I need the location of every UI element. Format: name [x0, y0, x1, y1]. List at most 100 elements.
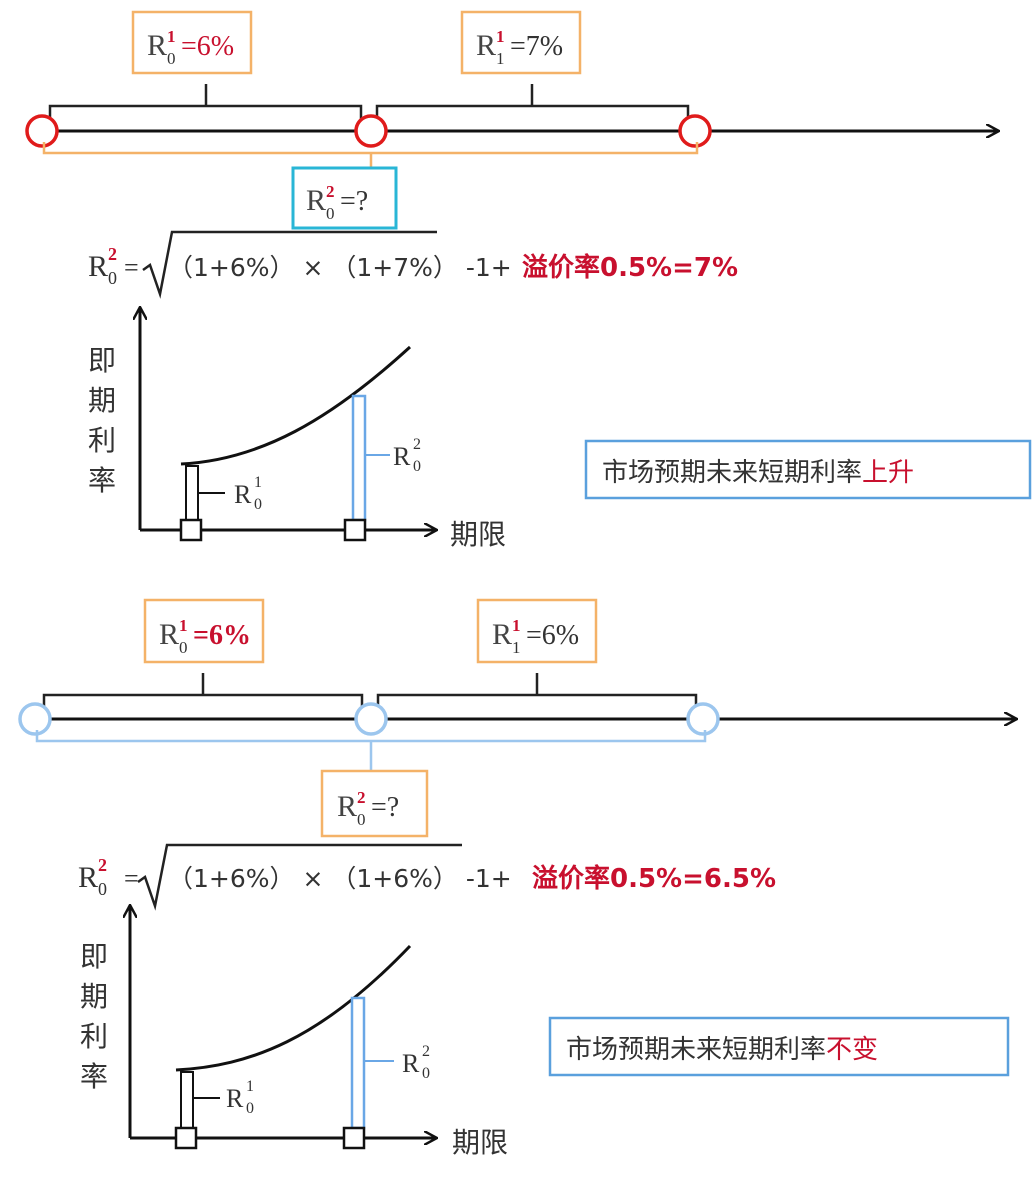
note-highlight: 上升	[862, 458, 914, 488]
graph-label-r02-sub: 0	[422, 1065, 430, 1082]
box-r02-value: =?	[371, 792, 399, 823]
box-r11-sup: 1	[512, 616, 521, 635]
timeline-node-2	[686, 702, 720, 736]
bracket-two-period	[35, 730, 707, 771]
box-r01-main: R	[147, 29, 167, 62]
panel-flat: R 1 0 =6% R 1 1 =6% R 2 0 =? R 2 0	[18, 598, 1016, 1159]
brace-period-2	[375, 84, 690, 128]
box-r01-main: R	[159, 618, 179, 651]
graph-flat: 即 期 利 率 期限 R 1 0 R 2 0	[80, 906, 508, 1159]
box-r11-value: =6%	[526, 620, 579, 651]
sqrt-sign	[137, 843, 462, 911]
graph-label-r01-sub: 0	[254, 496, 262, 513]
timeline-node-2	[678, 114, 712, 148]
formula-lhs-sub: 0	[98, 879, 107, 899]
formula-premium: 溢价率0.5%=7%	[522, 252, 738, 283]
yield-curve	[180, 345, 412, 466]
formula-lhs-sup: 2	[108, 244, 117, 264]
bar-r02	[351, 394, 367, 522]
box-r11-sub: 1	[512, 638, 521, 657]
bar-r01	[185, 465, 199, 521]
ylabel-2: 期	[88, 384, 116, 417]
box-r02-sup: 2	[326, 182, 335, 201]
box-r01-value: =6%	[181, 31, 234, 62]
formula-eq: =	[124, 864, 139, 893]
graph-label-r02-sup: 2	[422, 1043, 430, 1060]
yield-curve	[175, 944, 412, 1072]
timeline-node-1	[354, 702, 388, 736]
formula-body: （1+6%） × （1+7%） -1+	[168, 253, 512, 282]
timeline-node-1	[354, 114, 388, 148]
formula-body: （1+6%） × （1+6%） -1+	[168, 864, 512, 893]
brace-period-1	[48, 84, 363, 128]
brace-period-2	[376, 673, 698, 717]
panel-rising: R 1 0 =6% R 1 1 =7% R 2 0 =?	[25, 10, 1032, 551]
box-r11: R 1 1 =7%	[460, 10, 582, 75]
ylabel-4: 率	[88, 464, 116, 497]
box-r02-sub: 0	[357, 810, 366, 829]
ylabel-4: 率	[80, 1060, 108, 1093]
xlabel: 期限	[452, 1126, 508, 1159]
tick-square-2	[343, 518, 367, 542]
brace-period-1	[42, 673, 364, 717]
graph-label-r02-main: R	[393, 442, 411, 471]
box-r01: R 1 0 =6%	[143, 598, 265, 664]
note-prefix: 市场预期未来短期利率	[602, 458, 862, 488]
box-r02-value: =?	[340, 186, 368, 217]
box-r01-sup: 1	[179, 616, 188, 635]
graph-label-r01-main: R	[226, 1084, 244, 1113]
timeline-node-0	[25, 114, 59, 148]
graph-label-r01-sup: 1	[254, 474, 262, 491]
formula-2: R 2 0 = （1+6%） × （1+6%） -1+ 溢价率0.5%=6.5%	[78, 843, 776, 911]
box-r11: R 1 1 =6%	[476, 598, 598, 664]
box-r01-sub: 0	[167, 49, 176, 68]
box-r01-sup: 1	[167, 27, 176, 46]
box-r11-main: R	[476, 29, 496, 62]
svg-text:市场预期未来短期利率不变: 市场预期未来短期利率不变	[566, 1035, 878, 1065]
box-r02: R 2 0 =?	[320, 769, 429, 838]
box-r11-sup: 1	[496, 27, 505, 46]
sqrt-sign	[142, 230, 437, 299]
ylabel-2: 期	[80, 980, 108, 1013]
xlabel: 期限	[450, 518, 506, 551]
note-highlight: 不变	[826, 1035, 878, 1065]
formula-lhs-main: R	[88, 250, 108, 283]
graph-rising: 即 期 利 率 期限 R 1 0 R 2 0	[88, 308, 506, 551]
ylabel-3: 利	[80, 1020, 108, 1053]
bracket-two-period	[42, 142, 699, 168]
graph-label-r01-sup: 1	[246, 1078, 254, 1095]
box-r02-sup: 2	[357, 788, 366, 807]
formula-premium: 溢价率0.5%=6.5%	[532, 863, 776, 894]
note-prefix: 市场预期未来短期利率	[566, 1035, 826, 1065]
graph-label-r02-main: R	[402, 1049, 420, 1078]
formula-eq: =	[124, 253, 139, 282]
formula-lhs-sup: 2	[98, 855, 107, 875]
formula-lhs-sub: 0	[108, 268, 117, 288]
svg-text:市场预期未来短期利率上升: 市场预期未来短期利率上升	[602, 458, 914, 488]
box-r01-value: =6%	[193, 620, 251, 651]
tick-square-1	[179, 518, 203, 542]
box-r02-main: R	[337, 790, 357, 823]
note-rising: 市场预期未来短期利率上升	[584, 439, 1032, 500]
formula-1: R 2 0 = （1+6%） × （1+7%） -1+ 溢价率0.5%=7%	[88, 230, 738, 299]
tick-square-2	[342, 1126, 366, 1150]
box-r01: R 1 0 =6%	[131, 10, 253, 75]
tick-square-1	[174, 1126, 198, 1150]
graph-label-r02-sup: 2	[413, 436, 421, 453]
ylabel-1: 即	[88, 344, 116, 377]
timeline-node-0	[18, 702, 52, 736]
ylabel-1: 即	[80, 940, 108, 973]
bar-r01	[180, 1071, 194, 1129]
graph-label-r01-sub: 0	[246, 1100, 254, 1117]
note-flat: 市场预期未来短期利率不变	[548, 1016, 1010, 1077]
box-r02: R 2 0 =?	[291, 166, 398, 230]
graph-label-r02-sub: 0	[413, 458, 421, 475]
box-r11-sub: 1	[496, 49, 505, 68]
box-r11-main: R	[492, 618, 512, 651]
box-r02-main: R	[306, 184, 326, 217]
box-r02-sub: 0	[326, 204, 335, 223]
ylabel-3: 利	[88, 424, 116, 457]
formula-lhs-main: R	[78, 861, 98, 894]
box-r01-sub: 0	[179, 638, 188, 657]
